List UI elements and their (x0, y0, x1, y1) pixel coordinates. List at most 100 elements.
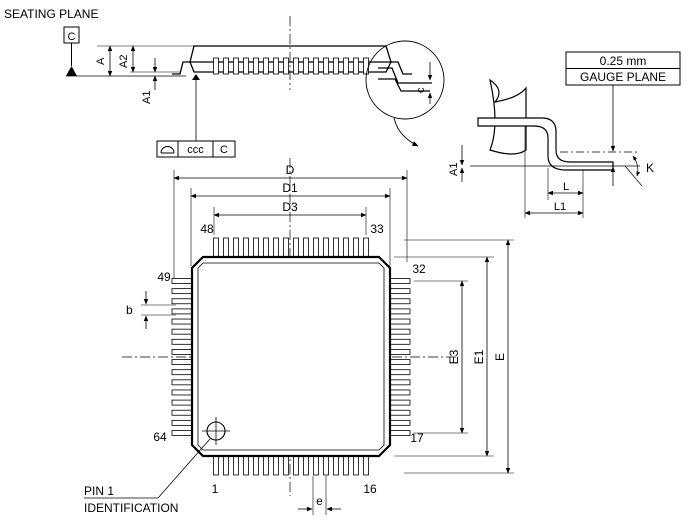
lead-left-57 (171, 359, 195, 365)
lead-left-52 (171, 308, 195, 315)
side-lead (263, 57, 269, 75)
package-body-inner-outline (197, 262, 385, 451)
side-lead (293, 57, 299, 75)
pin-48-label: 48 (200, 222, 214, 236)
gauge-plane-label: GAUGE PLANE (580, 70, 666, 84)
lead-bottom-9 (293, 453, 299, 476)
side-lead (343, 57, 349, 75)
lead-left-56 (171, 349, 195, 355)
lead-top-42 (273, 237, 279, 260)
pin-64-label: 64 (153, 430, 167, 444)
side-lead (333, 57, 339, 75)
lead-right-20 (387, 399, 411, 406)
left-gull-wing-lead (172, 61, 190, 75)
lead-top-35 (343, 237, 349, 260)
top-view: D D1 D3 E E1 E3 b e 48 33 4 (84, 158, 514, 515)
detail-lead-top (378, 78, 430, 92)
dim-d1-label: D1 (282, 181, 298, 195)
lead-bottom-12 (323, 453, 329, 476)
dim-e-pitch-label: e (316, 494, 323, 508)
lead-bottom-15 (353, 453, 359, 476)
side-lead (353, 57, 359, 75)
side-lead (253, 57, 259, 75)
lead-left-50 (171, 288, 195, 295)
lead-bottom-13 (333, 453, 339, 476)
side-leads (213, 57, 369, 75)
lead-bottom-16 (363, 453, 369, 476)
lead-right-23 (387, 369, 411, 376)
detail-circle (365, 40, 445, 120)
lead-right-31 (387, 288, 411, 295)
lead-left-59 (171, 379, 195, 386)
lead-top-41 (283, 237, 289, 260)
lead-top-48 (213, 237, 219, 260)
side-lead (273, 57, 279, 75)
side-lead (283, 57, 289, 75)
pin1-id-line1: PIN 1 (84, 484, 114, 498)
lead-bottom-2 (223, 453, 229, 476)
side-lead (213, 57, 219, 75)
dim-a1-label: A1 (141, 91, 153, 104)
lead-right-27 (387, 328, 411, 335)
detail-a1-label: A1 (448, 163, 460, 176)
dim-e1-label: E1 (472, 349, 486, 364)
lead-right-30 (387, 298, 411, 305)
side-lead (223, 57, 229, 75)
lead-top-47 (223, 237, 229, 260)
dim-b-label: b (126, 303, 133, 317)
k-angle-arc (632, 155, 641, 177)
dim-c-label: c (415, 87, 427, 93)
lead-left-64 (171, 430, 195, 436)
right-gull-wing-lead (391, 61, 412, 75)
side-lead (363, 57, 369, 75)
lead-detail-view: 0.25 mm GAUGE PLANE A1 K L L1 (448, 51, 681, 218)
dim-d-label: D (286, 163, 295, 177)
pin-1-label: 1 (212, 482, 219, 496)
lead-right-26 (387, 338, 411, 345)
pin-33-label: 33 (370, 222, 384, 236)
fcf-datum: C (220, 144, 228, 156)
pin-16-label: 16 (363, 482, 377, 496)
lead-top-39 (303, 237, 309, 260)
side-view: SEATING PLANE C A A2 A1 ccc C (4, 7, 445, 158)
lead-left-58 (171, 369, 195, 376)
pin1-id-line2: IDENTIFICATION (84, 501, 178, 515)
lead-bottom-7 (273, 453, 279, 476)
lead-right-19 (387, 409, 411, 416)
dim-l1-label: L1 (554, 201, 566, 213)
side-lead (243, 57, 249, 75)
lead-left-62 (171, 409, 195, 416)
lead-left-63 (171, 419, 195, 426)
lead-bottom-5 (253, 453, 259, 476)
dim-k-label: K (646, 161, 654, 175)
seating-plane-label: SEATING PLANE (4, 7, 98, 21)
pin-49-label: 49 (157, 270, 171, 284)
lead-right-32 (387, 278, 411, 284)
lead-top-37 (323, 237, 329, 260)
lead-top-40 (293, 237, 299, 260)
lead-right-25 (387, 349, 411, 355)
lead-right-22 (387, 379, 411, 386)
lead-top-45 (243, 237, 249, 260)
detail-callout-arrow (393, 117, 419, 147)
lead-bottom-8 (283, 453, 289, 476)
pin1-leader-line (157, 438, 211, 499)
package-body-outline (190, 255, 392, 458)
detail-body-fragment (489, 78, 527, 155)
dim-l-label: L (563, 181, 569, 193)
profile-of-surface-icon (160, 146, 175, 154)
package-body-bottom (189, 61, 392, 73)
lead-right-28 (387, 318, 411, 325)
lead-bottom-1 (213, 453, 219, 476)
lead-bottom-4 (243, 453, 249, 476)
lead-bottom-3 (233, 453, 239, 476)
lead-left-51 (171, 298, 195, 305)
lead-top-46 (233, 237, 239, 260)
lead-top-38 (313, 237, 319, 260)
lead-right-21 (387, 389, 411, 396)
lead-top-33 (363, 237, 369, 260)
lead-right-18 (387, 419, 411, 426)
lead-bottom-6 (263, 453, 269, 476)
lead-bottom-11 (313, 453, 319, 476)
